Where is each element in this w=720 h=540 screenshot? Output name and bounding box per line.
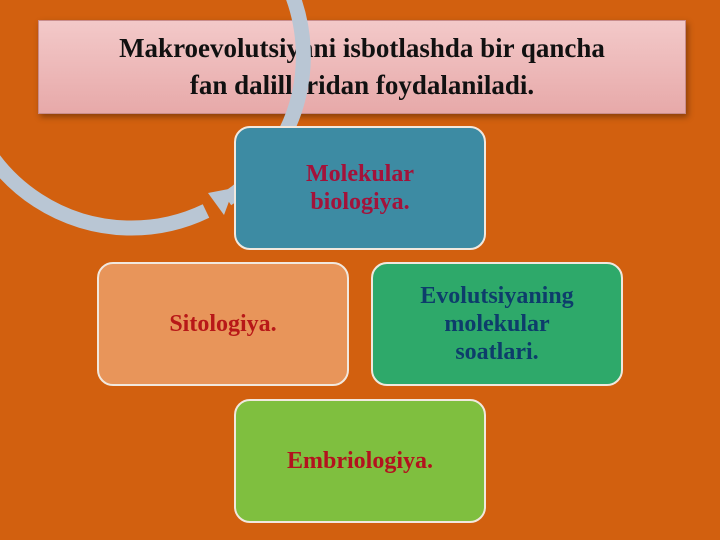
- cycle-ring: [0, 0, 311, 236]
- cycle-arrowhead-icon: [208, 188, 234, 215]
- node-molecular-clock: Evolutsiyaning molekular soatlari.: [371, 262, 623, 386]
- node-embryology: Embriologiya.: [234, 399, 486, 523]
- node-cytology: Sitologiya.: [97, 262, 349, 386]
- node-molecular-biology: Molekular biologiya.: [234, 126, 486, 250]
- slide-title: Makroevolutsiyani isbotlashda bir qancha…: [38, 20, 686, 114]
